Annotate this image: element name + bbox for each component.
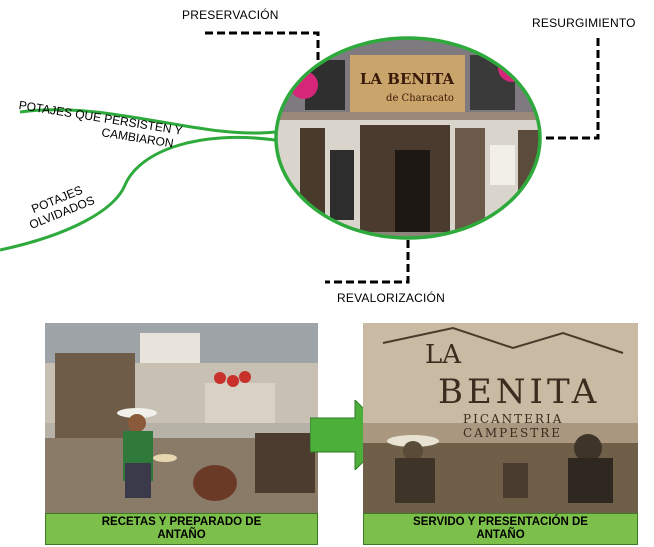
connector-preservacion: [205, 31, 320, 72]
caption-servido: SERVIDO Y PRESENTACIÓN DE ANTAÑO: [363, 513, 638, 545]
curve-potajes-olvidados: [0, 136, 276, 252]
caption-recetas-line2: ANTAÑO: [157, 529, 206, 541]
caption-servido-line2: ANTAÑO: [476, 529, 525, 541]
connector-resurgimiento: [545, 38, 600, 140]
photo-recetas: [45, 323, 318, 513]
caption-recetas: RECETAS Y PREPARADO DE ANTAÑO: [45, 513, 318, 545]
label-resurgimiento: RESURGIMIENTO: [532, 16, 636, 30]
caption-servido-line1: SERVIDO Y PRESENTACIÓN DE: [413, 516, 588, 528]
brand-sub1: PICANTERIA: [463, 412, 563, 426]
storefront-ellipse: [274, 36, 542, 240]
brand-sub2: CAMPESTRE: [463, 426, 562, 440]
brand-benita: BENITA: [438, 372, 600, 412]
top-diagram: LA BENITA de Characato: [0, 31, 600, 284]
storefront-photo: LA BENITA de Characato: [276, 38, 540, 238]
label-preservacion: PRESERVACIÓN: [182, 8, 279, 22]
storefront-sign-main: LA BENITA: [360, 70, 455, 88]
brand-la: LA: [425, 340, 462, 370]
label-revalorizacion: REVALORIZACIÓN: [337, 291, 445, 305]
caption-recetas-line1: RECETAS Y PREPARADO DE: [101, 516, 262, 528]
photo-servido: LA BENITA PICANTERIA CAMPESTRE: [363, 323, 638, 513]
storefront-sign-sub: de Characato: [386, 93, 454, 104]
connector-revalorizacion: [325, 240, 410, 284]
curve-potajes-persisten: [19, 108, 276, 135]
